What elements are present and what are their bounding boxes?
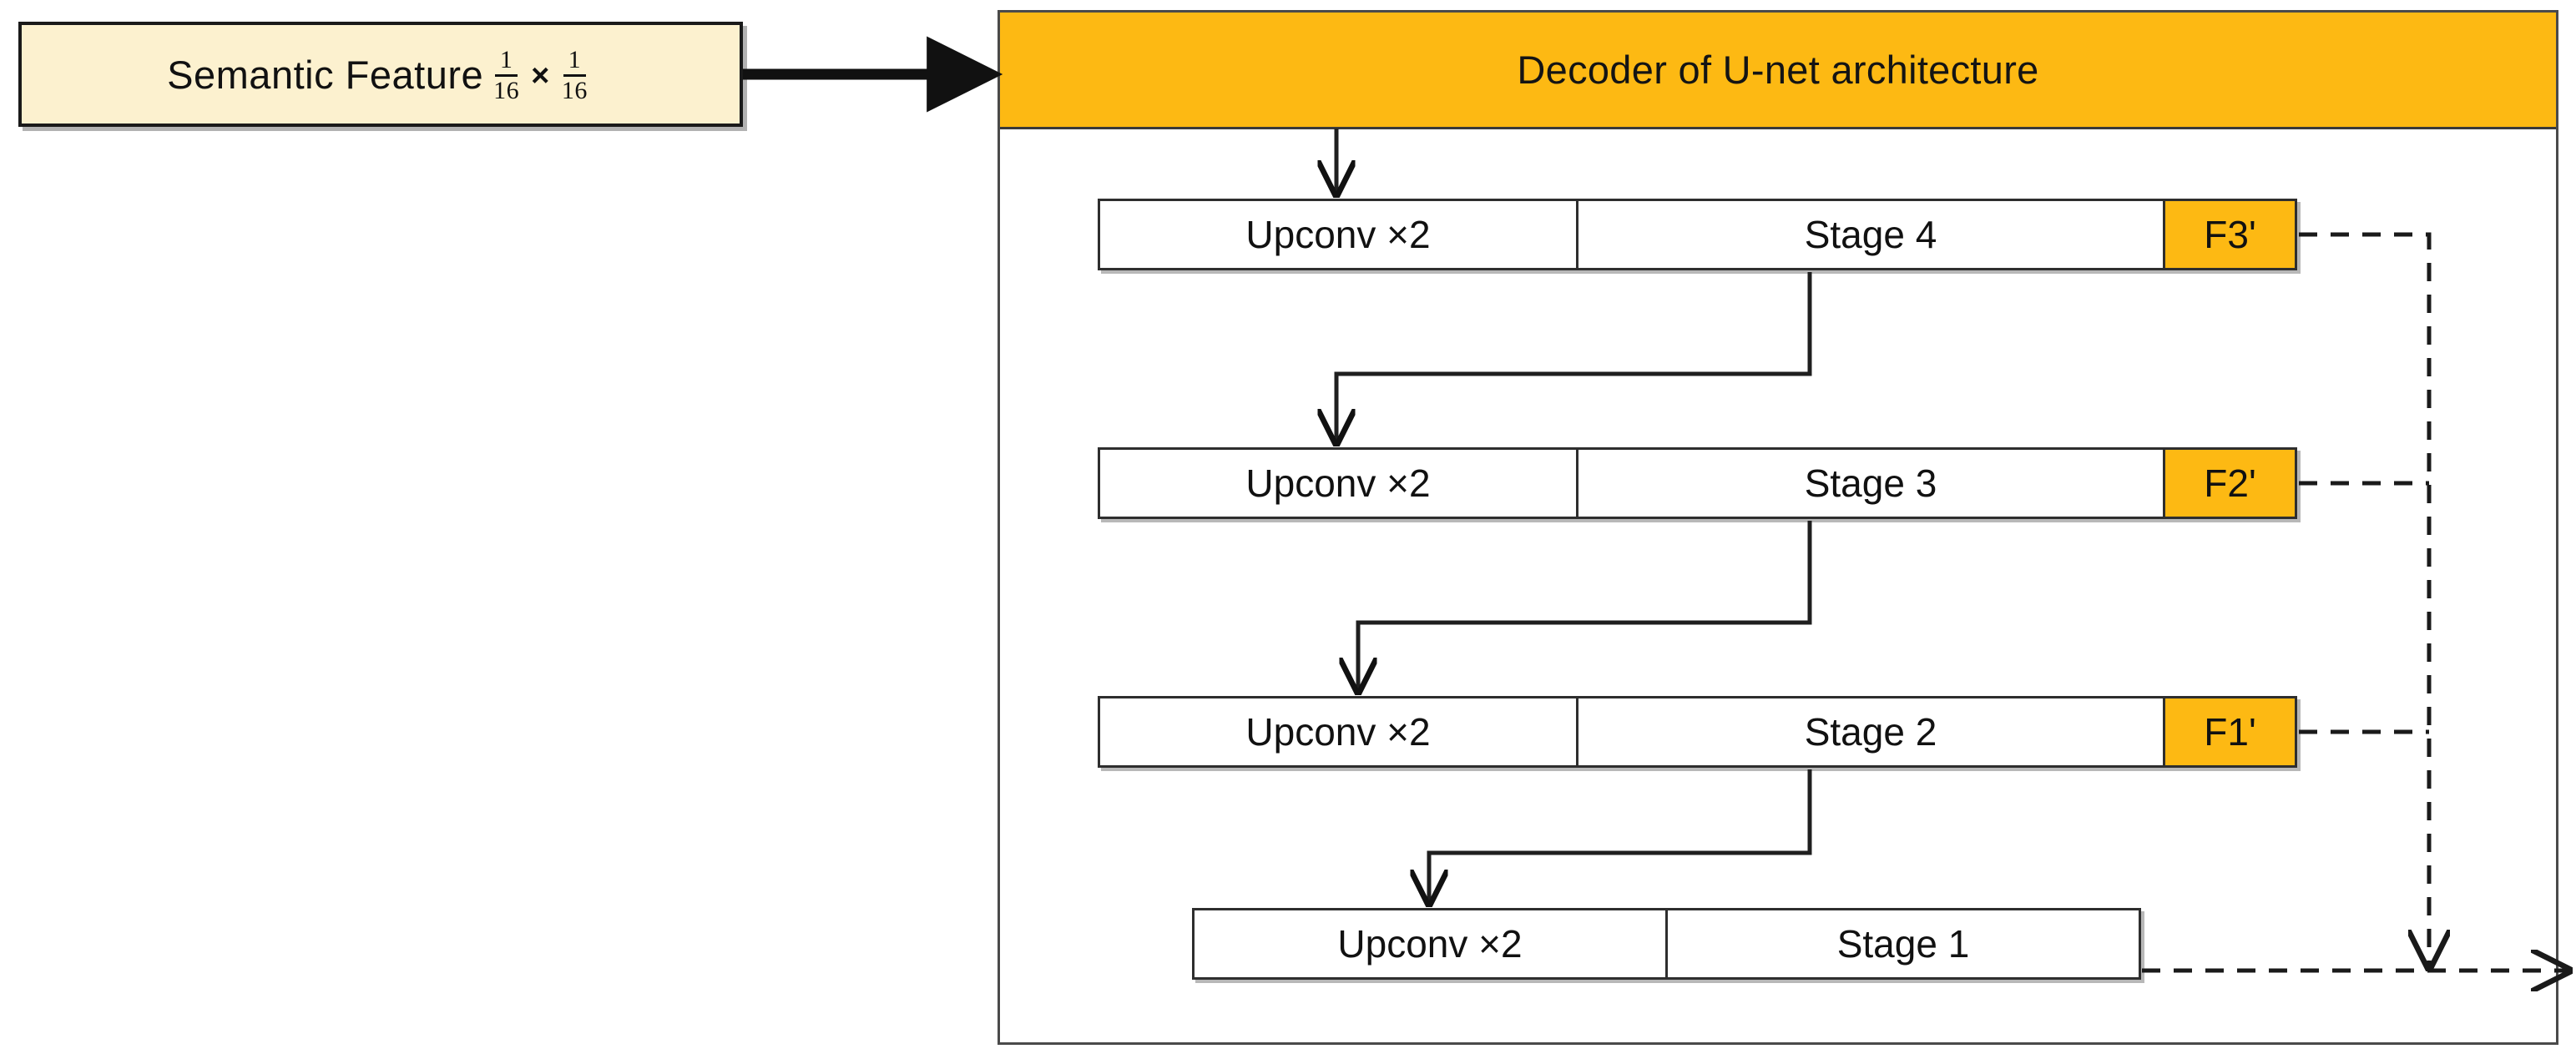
upconv-cell-stage4: Upconv ×2 — [1100, 201, 1578, 268]
stage-row-4: Upconv ×2 Stage 4 F3' — [1098, 199, 2297, 270]
stage-cell-stage1: Stage 1 — [1668, 910, 2139, 977]
feature-cell-f1: F1' — [2163, 698, 2295, 765]
upconv-cell-stage1: Upconv ×2 — [1195, 910, 1668, 977]
fraction-numerator: 1 — [494, 47, 518, 77]
semantic-feature-text: Semantic Feature — [167, 52, 484, 97]
semantic-feature-box: Semantic Feature 1 16 × 1 16 — [18, 22, 743, 127]
stage-row-2: Upconv ×2 Stage 2 F1' — [1098, 696, 2297, 768]
fraction-one-sixteenth-second: 1 16 — [557, 47, 593, 104]
stage-row-3: Upconv ×2 Stage 3 F2' — [1098, 447, 2297, 519]
decoder-title: Decoder of U-net architecture — [1517, 48, 2039, 92]
multiply-symbol: × — [531, 58, 550, 93]
feature-cell-f2: F2' — [2163, 450, 2295, 517]
stage-cell-stage4: Stage 4 — [1578, 201, 2163, 268]
stage-cell-stage2: Stage 2 — [1578, 698, 2163, 765]
upconv-cell-stage3: Upconv ×2 — [1100, 450, 1578, 517]
upconv-cell-stage2: Upconv ×2 — [1100, 698, 1578, 765]
decoder-container: Decoder of U-net architecture — [998, 10, 2558, 1045]
fraction-denominator: 16 — [561, 76, 588, 104]
feature-cell-f3: F3' — [2163, 201, 2295, 268]
fraction-denominator: 16 — [493, 76, 520, 104]
fraction-numerator: 1 — [563, 47, 587, 77]
stage-cell-stage3: Stage 3 — [1578, 450, 2163, 517]
stage-row-1: Upconv ×2 Stage 1 — [1192, 908, 2141, 980]
decoder-header: Decoder of U-net architecture — [1000, 13, 2556, 129]
semantic-feature-label: Semantic Feature 1 16 × 1 16 — [167, 47, 594, 103]
fraction-one-sixteenth-first: 1 16 — [488, 47, 524, 104]
